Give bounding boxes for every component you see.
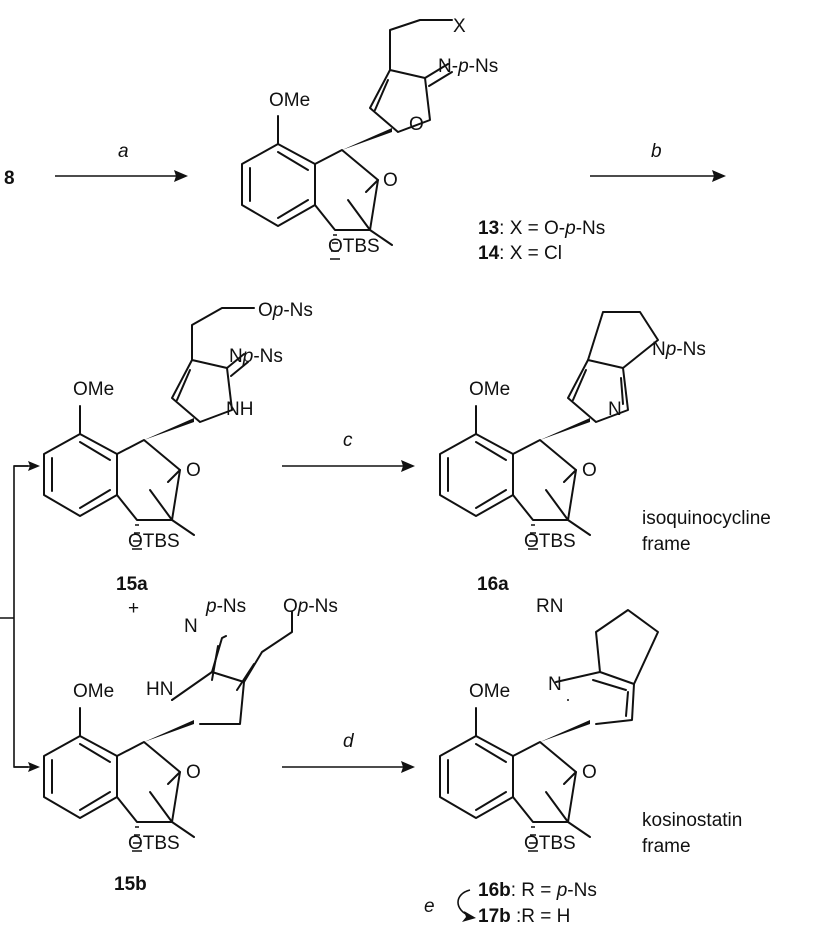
bridge-O-15b: O — [186, 762, 201, 783]
OTBS-label-15a: OTBS — [128, 531, 180, 552]
OTBS-label-13: OTBS — [328, 236, 380, 257]
NH-label-15a: NH — [226, 399, 253, 420]
compound-16b-caption: 16b: R = p-Ns — [478, 880, 597, 901]
ring-N-16b: N — [548, 674, 562, 695]
compound-13-caption: 13: X = O-p-Ns — [478, 218, 605, 239]
bridge-O-16a: O — [582, 460, 597, 481]
imine-pNs-15b: p-Ns — [205, 596, 246, 617]
OMe-label-15a: OMe — [73, 379, 114, 400]
imine-N-13: N-p-Ns — [438, 56, 498, 77]
compound-8-label: 8 — [4, 168, 15, 189]
isoquinocycline-frame-line1: isoquinocycline — [642, 508, 771, 529]
reagent-c-label: c — [343, 430, 353, 451]
imine-N-16a: Np-Ns — [652, 339, 706, 360]
structure-16a — [439, 311, 659, 550]
kosinostatin-frame-line1: kosinostatin — [642, 810, 742, 831]
structure-13-14 — [241, 19, 453, 260]
kosinostatin-frame-line2: frame — [642, 836, 691, 857]
RN-label: RN — [536, 596, 563, 617]
structure-16b-17b — [439, 609, 659, 852]
reagent-b-label: b — [651, 141, 662, 162]
bridge-O-16b: O — [582, 762, 597, 783]
plus-sign: + — [128, 598, 139, 619]
reagent-d-label: d — [343, 731, 355, 752]
nosyl-ester-15b: Op-Ns — [283, 596, 338, 617]
imine-N-15b: N — [184, 616, 198, 637]
structure-15a — [43, 307, 255, 550]
OTBS-label-16b: OTBS — [524, 833, 576, 854]
HN-label-15b: HN — [146, 679, 173, 700]
imine-N-15a: Np-Ns — [229, 346, 283, 367]
ring-N-16a: N — [608, 399, 622, 420]
compound-14-caption: 14: X = Cl — [478, 243, 562, 264]
compound-15b-label: 15b — [114, 874, 147, 895]
OTBS-label-16a: OTBS — [524, 531, 576, 552]
arrow-a: a — [55, 141, 188, 182]
branch-bracket — [0, 461, 40, 772]
arrow-b: b — [590, 141, 726, 182]
OMe-label-16a: OMe — [469, 379, 510, 400]
OTBS-label-15b: OTBS — [128, 833, 180, 854]
compound-15a-label: 15a — [116, 574, 148, 595]
OMe-label-15b: OMe — [73, 681, 114, 702]
reagent-e-label: e — [424, 896, 435, 917]
OMe-label-13: OMe — [269, 90, 310, 111]
arrow-d: d — [282, 731, 415, 773]
isoquinocycline-frame-line2: frame — [642, 534, 691, 555]
bridge-O-13: O — [383, 170, 398, 191]
reagent-a-label: a — [118, 141, 129, 162]
compound-17b-caption: 17b :R = H — [478, 906, 570, 927]
bridge-O-15a: O — [186, 460, 201, 481]
compound-16a-label: 16a — [477, 574, 509, 595]
OMe-label-16b: OMe — [469, 681, 510, 702]
structure-15b — [43, 611, 293, 852]
nosyl-ester-15a: Op-Ns — [258, 300, 313, 321]
atom-X: X — [453, 16, 466, 37]
ring-O-13: O — [409, 114, 424, 135]
arrow-e: e — [424, 889, 476, 922]
arrow-c: c — [282, 430, 415, 472]
